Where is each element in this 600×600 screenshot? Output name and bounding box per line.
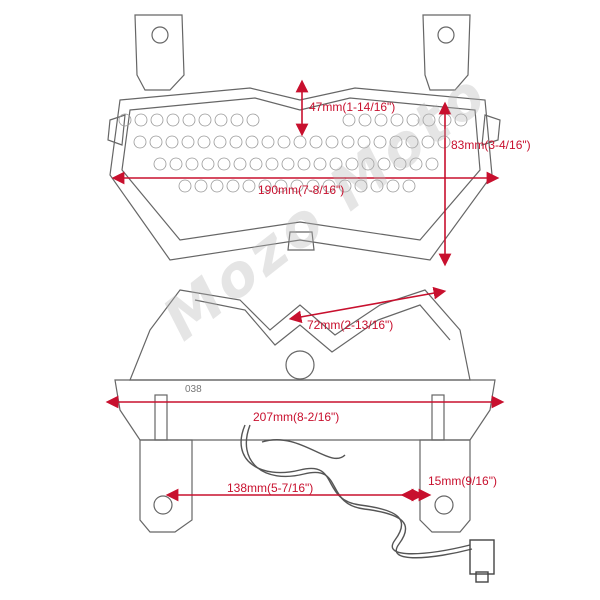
led bbox=[361, 157, 375, 171]
dim-label-mount-spacing: 138mm(5-7/16") bbox=[227, 481, 314, 495]
led bbox=[297, 157, 311, 171]
led bbox=[153, 157, 167, 171]
led bbox=[390, 113, 404, 127]
dim-label-depth: 72mm(2-13/16") bbox=[307, 318, 394, 332]
led bbox=[201, 157, 215, 171]
led bbox=[194, 179, 208, 193]
right-mount-tab bbox=[419, 439, 471, 533]
led bbox=[358, 113, 372, 127]
right-rear-hole bbox=[434, 495, 454, 515]
led bbox=[214, 113, 228, 127]
led bbox=[210, 179, 224, 193]
led bbox=[309, 135, 323, 149]
led bbox=[405, 135, 419, 149]
led bbox=[374, 113, 388, 127]
led bbox=[454, 113, 468, 127]
led bbox=[406, 113, 420, 127]
led bbox=[230, 113, 244, 127]
dim-label-width-bottom: 207mm(8-2/16") bbox=[253, 410, 340, 424]
right-bracket bbox=[422, 14, 471, 91]
led bbox=[213, 135, 227, 149]
led bbox=[118, 113, 132, 127]
led bbox=[133, 135, 147, 149]
led bbox=[261, 135, 275, 149]
led bbox=[389, 135, 403, 149]
led bbox=[313, 157, 327, 171]
led bbox=[409, 157, 423, 171]
left-rear-hole bbox=[153, 495, 173, 515]
led bbox=[422, 113, 436, 127]
led bbox=[242, 179, 256, 193]
led bbox=[345, 157, 359, 171]
led bbox=[265, 157, 279, 171]
led bbox=[150, 113, 164, 127]
dim-label-width-top: 190mm(7-8/16") bbox=[258, 183, 345, 197]
led bbox=[181, 135, 195, 149]
led bbox=[165, 135, 179, 149]
wire-connector bbox=[469, 539, 495, 575]
led bbox=[182, 113, 196, 127]
dim-label-height-total: 83mm(3-4/16") bbox=[451, 138, 531, 152]
led bbox=[249, 157, 263, 171]
right-mount-hole bbox=[437, 26, 455, 44]
led bbox=[185, 157, 199, 171]
led bbox=[197, 135, 211, 149]
led bbox=[425, 157, 439, 171]
wiring-harness bbox=[240, 424, 495, 583]
led bbox=[229, 135, 243, 149]
part-mark: 038 bbox=[185, 384, 202, 395]
led bbox=[169, 157, 183, 171]
led bbox=[217, 157, 231, 171]
led bbox=[377, 157, 391, 171]
led bbox=[134, 113, 148, 127]
led bbox=[246, 113, 260, 127]
led bbox=[393, 157, 407, 171]
led bbox=[329, 157, 343, 171]
led bbox=[373, 135, 387, 149]
left-mount-tab bbox=[139, 439, 193, 533]
led bbox=[233, 157, 247, 171]
led bbox=[149, 135, 163, 149]
led bbox=[277, 135, 291, 149]
left-bracket bbox=[134, 14, 185, 91]
right-rear-post bbox=[431, 394, 445, 441]
left-mount-hole bbox=[151, 26, 169, 44]
led bbox=[245, 135, 259, 149]
right-side-lamp bbox=[481, 114, 501, 146]
led bbox=[293, 135, 307, 149]
led bbox=[342, 113, 356, 127]
led bbox=[421, 135, 435, 149]
led bbox=[341, 135, 355, 149]
led bbox=[226, 179, 240, 193]
left-rear-post bbox=[154, 394, 168, 441]
lens-outline bbox=[121, 97, 481, 241]
led bbox=[357, 135, 371, 149]
dim-arrow-depth bbox=[288, 286, 447, 324]
dim-label-height-inner: 47mm(1-14/16") bbox=[309, 100, 396, 114]
led bbox=[178, 179, 192, 193]
rear-boss bbox=[285, 350, 315, 380]
led-array bbox=[118, 113, 468, 193]
led bbox=[198, 113, 212, 127]
dim-label-mount-tab: 15mm(9/16") bbox=[428, 474, 497, 488]
led bbox=[281, 157, 295, 171]
bottom-connector bbox=[287, 231, 315, 251]
led bbox=[166, 113, 180, 127]
led bbox=[325, 135, 339, 149]
